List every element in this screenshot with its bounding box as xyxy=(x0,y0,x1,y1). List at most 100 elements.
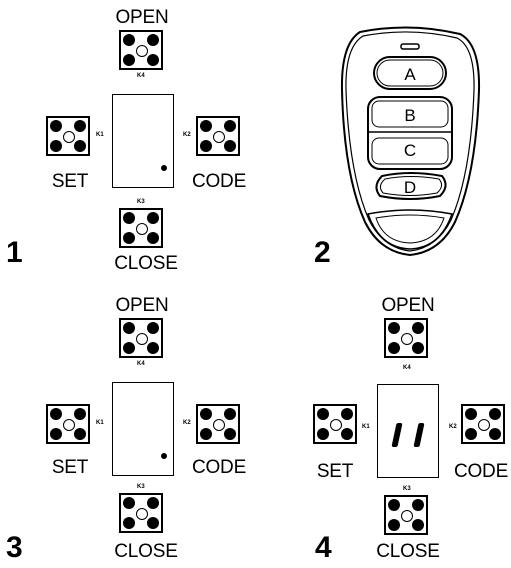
button-center-ring xyxy=(213,131,225,143)
remote-keyring-inner xyxy=(376,215,444,243)
key-label-k2: K2 xyxy=(183,132,191,138)
code-label: CODE xyxy=(192,172,246,191)
button-dot xyxy=(147,342,159,354)
set-label: SET xyxy=(52,458,88,477)
button-dot xyxy=(200,408,212,420)
display-window xyxy=(377,384,439,478)
button-center-ring xyxy=(136,223,148,235)
remote-button-a-label: A xyxy=(404,65,416,84)
remote-control: A B C D xyxy=(290,0,511,284)
button-dot xyxy=(465,428,477,440)
open-label: OPEN xyxy=(381,296,434,315)
button-dot xyxy=(200,140,212,152)
code-button xyxy=(461,404,505,444)
open-button xyxy=(119,30,163,70)
close-label: CLOSE xyxy=(376,542,439,561)
button-dot xyxy=(123,212,135,224)
close-button xyxy=(119,208,163,248)
button-dot xyxy=(465,408,477,420)
button-dot xyxy=(74,408,86,420)
button-dot xyxy=(224,428,236,440)
remote-led-indicator xyxy=(401,44,419,49)
button-dot xyxy=(74,428,86,440)
button-center-ring xyxy=(401,510,413,522)
button-center-ring xyxy=(213,419,225,431)
open-button xyxy=(384,318,428,358)
display-led-dot xyxy=(161,453,167,459)
button-dot xyxy=(123,517,135,529)
button-dot xyxy=(147,212,159,224)
button-dot xyxy=(412,342,424,354)
button-dot xyxy=(50,428,62,440)
key-label-k3: K3 xyxy=(403,486,411,492)
button-dot xyxy=(123,54,135,66)
button-dot xyxy=(147,54,159,66)
key-label-k1: K1 xyxy=(96,420,104,426)
remote-button-d-label: D xyxy=(404,178,416,197)
button-dot xyxy=(341,408,353,420)
button-dot xyxy=(50,140,62,152)
button-dot xyxy=(123,342,135,354)
button-dot xyxy=(147,322,159,334)
key-label-k3: K3 xyxy=(137,484,145,490)
button-center-ring xyxy=(63,131,75,143)
button-dot xyxy=(123,34,135,46)
display-window xyxy=(112,382,174,476)
button-dot xyxy=(412,322,424,334)
display-segment xyxy=(391,423,402,447)
close-label: CLOSE xyxy=(114,542,177,561)
button-center-ring xyxy=(478,419,490,431)
set-button xyxy=(46,116,90,156)
button-dot xyxy=(341,428,353,440)
button-dot xyxy=(74,120,86,132)
close-button xyxy=(384,495,428,535)
button-dot xyxy=(388,499,400,511)
remote-button-b-label: B xyxy=(404,106,415,125)
button-dot xyxy=(123,497,135,509)
code-button xyxy=(196,116,240,156)
button-dot xyxy=(200,120,212,132)
close-label: CLOSE xyxy=(114,254,177,273)
button-dot xyxy=(50,408,62,420)
remote-button-d: D xyxy=(376,173,445,199)
panel-step-2: 2 A B C D xyxy=(290,0,511,284)
button-center-ring xyxy=(136,333,148,345)
set-button xyxy=(313,404,357,444)
button-dot xyxy=(50,120,62,132)
button-center-ring xyxy=(330,419,342,431)
panel-step-4: OPEN K4 K1 SET K2 CODE K3 CLOSE 4 xyxy=(255,288,511,568)
button-center-ring xyxy=(401,333,413,345)
panel-step-1: OPEN K4 K1 SET K2 CODE K3 CLOSE 1 xyxy=(0,0,255,284)
code-button xyxy=(196,404,240,444)
button-dot xyxy=(147,34,159,46)
button-center-ring xyxy=(63,419,75,431)
button-dot xyxy=(388,322,400,334)
key-label-k4: K4 xyxy=(137,73,145,79)
key-label-k1: K1 xyxy=(362,424,370,430)
button-dot xyxy=(147,497,159,509)
open-label: OPEN xyxy=(115,296,168,315)
button-dot xyxy=(224,120,236,132)
button-dot xyxy=(317,428,329,440)
button-dot xyxy=(147,232,159,244)
display-led-dot xyxy=(161,165,167,171)
button-dot xyxy=(388,342,400,354)
button-dot xyxy=(489,428,501,440)
set-label: SET xyxy=(317,462,353,481)
code-label: CODE xyxy=(192,458,246,477)
set-label: SET xyxy=(52,172,88,191)
key-label-k3: K3 xyxy=(137,199,145,205)
open-button xyxy=(119,318,163,358)
button-dot xyxy=(224,140,236,152)
key-label-k4: K4 xyxy=(403,365,411,371)
display-segment xyxy=(413,423,424,447)
close-button xyxy=(119,493,163,533)
key-label-k2: K2 xyxy=(183,420,191,426)
key-label-k2: K2 xyxy=(449,424,457,430)
button-dot xyxy=(147,517,159,529)
button-center-ring xyxy=(136,508,148,520)
key-label-k1: K1 xyxy=(96,132,104,138)
open-label: OPEN xyxy=(115,8,168,27)
button-dot xyxy=(412,499,424,511)
button-dot xyxy=(200,428,212,440)
